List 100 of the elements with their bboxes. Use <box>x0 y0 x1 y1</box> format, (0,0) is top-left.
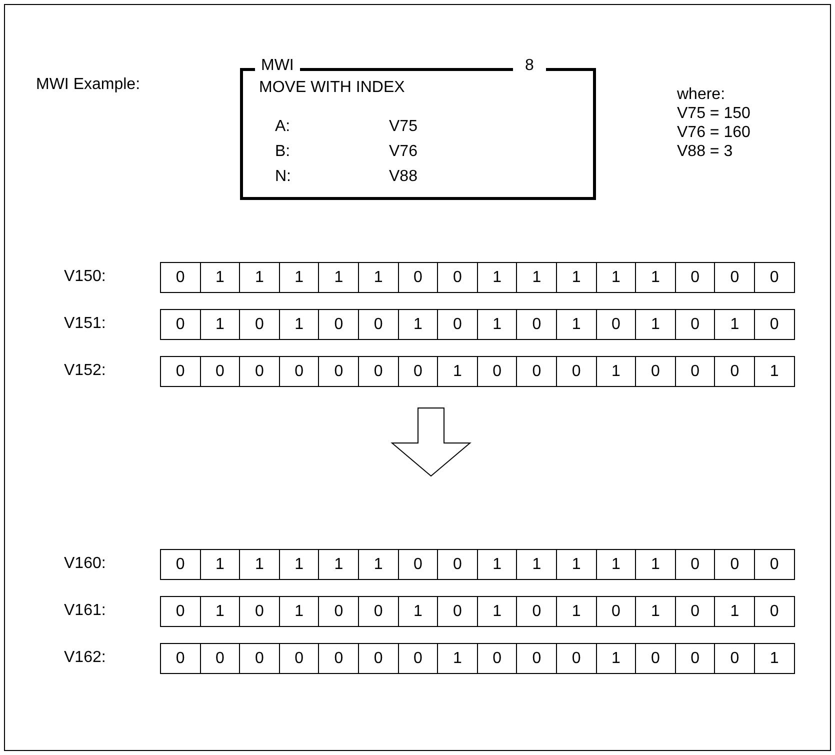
bit-cell: 1 <box>318 549 359 580</box>
example-label: MWI Example: <box>36 76 140 94</box>
bit-cell: 0 <box>556 643 597 674</box>
bit-cell: 0 <box>278 356 320 387</box>
bit-cell: 0 <box>160 309 201 340</box>
bit-cell: 1 <box>358 262 399 293</box>
bit-cell: 0 <box>239 643 280 674</box>
bit-cell: 0 <box>635 643 676 674</box>
bit-cell: 0 <box>160 549 201 580</box>
bit-cell: 0 <box>516 596 557 627</box>
bit-cell: 1 <box>278 549 320 580</box>
bit-cell: 1 <box>278 596 320 627</box>
bit-cell: 1 <box>200 262 240 293</box>
bit-cell: 0 <box>714 262 755 293</box>
equation: V75 = 150 <box>677 105 750 123</box>
bit-cell: 1 <box>398 596 438 627</box>
bit-cell: 0 <box>318 356 359 387</box>
bit-cell: 0 <box>398 549 438 580</box>
bit-cell: 0 <box>556 356 597 387</box>
bit-cell: 1 <box>437 643 478 674</box>
bit-cell: 1 <box>556 549 597 580</box>
bit-cell: 0 <box>318 596 359 627</box>
bit-cell: 0 <box>437 262 478 293</box>
bit-cell: 0 <box>754 596 795 627</box>
bit-cell: 1 <box>516 262 557 293</box>
bit-cell: 1 <box>239 262 280 293</box>
bit-cell: 0 <box>714 549 755 580</box>
bit-cell: 0 <box>476 356 518 387</box>
bit-cell: 0 <box>674 596 716 627</box>
bit-cell: 0 <box>596 309 636 340</box>
bit-cell: 0 <box>674 643 716 674</box>
bit-cell: 0 <box>674 549 716 580</box>
bit-cell: 1 <box>200 309 240 340</box>
bit-cell: 0 <box>754 309 795 340</box>
where-label: where: <box>677 86 726 104</box>
bit-cell: 0 <box>437 596 478 627</box>
bit-cell: 0 <box>239 356 280 387</box>
bit-cell: 0 <box>358 643 399 674</box>
bit-cell: 0 <box>714 643 755 674</box>
bit-cell: 1 <box>318 262 359 293</box>
bit-cell: 1 <box>556 309 597 340</box>
register-label: V151: <box>64 315 106 333</box>
bit-cell: 0 <box>239 309 280 340</box>
parameter-value: V75 <box>389 118 418 136</box>
register-label: V161: <box>64 602 106 620</box>
bit-cell: 0 <box>358 309 399 340</box>
bit-cell: 1 <box>358 549 399 580</box>
bit-cell: 0 <box>278 643 320 674</box>
equation: V76 = 160 <box>677 124 750 142</box>
bit-cell: 0 <box>160 643 201 674</box>
bit-cell: 0 <box>596 596 636 627</box>
bit-cell: 1 <box>635 309 676 340</box>
bit-cell: 0 <box>239 596 280 627</box>
bit-cell: 0 <box>754 262 795 293</box>
parameter-value: V88 <box>389 168 418 186</box>
bit-cell: 0 <box>516 356 557 387</box>
bit-cell: 0 <box>476 643 518 674</box>
bit-cell: 0 <box>358 356 399 387</box>
bit-cell: 0 <box>437 309 478 340</box>
bit-cell: 1 <box>556 262 597 293</box>
bit-cell: 1 <box>278 262 320 293</box>
bit-cell: 0 <box>398 262 438 293</box>
bit-cell: 1 <box>476 309 518 340</box>
bit-cell: 1 <box>635 596 676 627</box>
bit-cell: 0 <box>200 643 240 674</box>
bit-cell: 1 <box>754 356 795 387</box>
bit-cell: 0 <box>754 549 795 580</box>
bit-cell: 1 <box>556 596 597 627</box>
register-label: V162: <box>64 649 106 667</box>
register-label: V160: <box>64 555 106 573</box>
bit-cell: 1 <box>200 596 240 627</box>
bit-cell: 0 <box>160 262 201 293</box>
bit-cell: 1 <box>476 596 518 627</box>
bit-cell: 1 <box>516 549 557 580</box>
bit-cell: 0 <box>160 356 201 387</box>
bit-cell: 1 <box>239 549 280 580</box>
parameter-value: V76 <box>389 143 418 161</box>
bit-cell: 1 <box>714 309 755 340</box>
bit-cell: 0 <box>398 356 438 387</box>
parameter-name: B: <box>275 143 290 161</box>
bit-cell: 0 <box>674 309 716 340</box>
register-label: V152: <box>64 362 106 380</box>
bit-cell: 0 <box>714 356 755 387</box>
bit-cell: 0 <box>398 643 438 674</box>
bit-cell: 0 <box>318 643 359 674</box>
bit-cell: 1 <box>596 356 636 387</box>
register-label: V150: <box>64 268 106 286</box>
bit-cell: 1 <box>596 549 636 580</box>
bit-cell: 0 <box>635 356 676 387</box>
bit-cell: 0 <box>674 262 716 293</box>
bit-cell: 1 <box>200 549 240 580</box>
bit-cell: 1 <box>476 549 518 580</box>
bit-cell: 1 <box>476 262 518 293</box>
bit-cell: 0 <box>516 309 557 340</box>
equation: V88 = 3 <box>677 143 733 161</box>
instruction-name: MOVE WITH INDEX <box>259 79 405 97</box>
bit-cell: 0 <box>516 643 557 674</box>
bit-cell: 0 <box>318 309 359 340</box>
bit-cell: 1 <box>278 309 320 340</box>
parameter-name: A: <box>275 118 290 136</box>
